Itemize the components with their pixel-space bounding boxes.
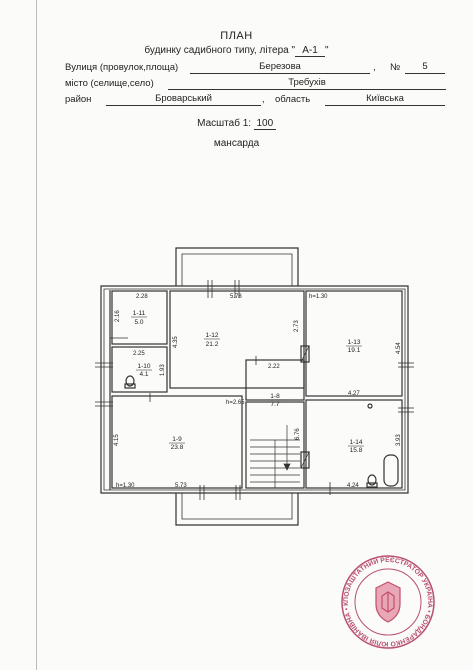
svg-text:2.25: 2.25 <box>133 351 145 357</box>
room-area: 19.1 <box>348 347 361 354</box>
room-1-13 <box>305 290 403 397</box>
litera-value: А-1 <box>295 45 326 57</box>
svg-text:2.22: 2.22 <box>268 364 280 370</box>
city-field: Требухів <box>168 77 446 90</box>
toilet-2 <box>367 474 377 486</box>
svg-text:4.24: 4.24 <box>347 483 359 489</box>
lamp-mark <box>367 403 373 409</box>
svg-text:h=1.30: h=1.30 <box>116 483 135 489</box>
room-area: 5.0 <box>134 319 143 326</box>
svg-text:4.54: 4.54 <box>396 342 402 354</box>
room-1-14 <box>305 399 403 489</box>
room-id: 1-8 <box>270 393 280 400</box>
room-id: 1-10 <box>137 363 150 370</box>
svg-text:2.16: 2.16 <box>115 310 121 322</box>
document-title: ПЛАН <box>220 30 253 42</box>
outer-wall-inner <box>103 288 406 491</box>
svg-text:h=1.30: h=1.30 <box>309 294 328 300</box>
svg-text:5.73: 5.73 <box>175 483 187 489</box>
svg-text:1.93: 1.93 <box>160 364 166 376</box>
room-id: 1-14 <box>349 439 362 446</box>
room-area: 15.8 <box>350 447 363 454</box>
room-area: 23.8 <box>171 444 184 451</box>
street-field: Березова <box>190 61 370 74</box>
chimney-2 <box>300 451 310 469</box>
room-area: 4.1 <box>139 371 148 378</box>
room-id: 1-9 <box>172 436 182 443</box>
svg-text:2.28: 2.28 <box>136 294 148 300</box>
number-field: 5 <box>405 61 445 74</box>
svg-text:h=2.65: h=2.65 <box>226 400 245 406</box>
dimension-labels: 2.28 5.78 h=1.30 2.16 4.35 2.73 4.54 2.2… <box>114 294 402 489</box>
district-field: Броварський <box>106 93 261 106</box>
window-marks <box>95 280 414 500</box>
room-area: 7.7 <box>270 401 279 408</box>
page-edge-line <box>36 0 37 670</box>
room-1-11 <box>111 290 168 345</box>
official-seal: ПОЗАШТАТНИЙ РЕЄСТРАТОР УКРАЇНА • БОНДАРЕ… <box>338 552 435 649</box>
district-label: район <box>65 94 92 105</box>
room-1-12 <box>169 290 305 389</box>
scale-line: Масштаб 1: 100 <box>0 118 473 130</box>
chimney-1 <box>300 345 310 363</box>
subtitle-suffix: " <box>325 45 329 56</box>
number-label: № <box>390 62 401 73</box>
document-subtitle: будинку садибного типу, літера "А-1" <box>0 45 473 57</box>
room-id: 1-13 <box>347 339 360 346</box>
region-label: область <box>275 94 311 105</box>
svg-text:4.35: 4.35 <box>173 336 179 348</box>
bottom-projection <box>175 493 299 526</box>
floor-label: мансарда <box>213 138 260 149</box>
svg-text:4.27: 4.27 <box>348 391 360 397</box>
scale-label: Масштаб 1: <box>197 118 252 129</box>
toilet-1 <box>125 375 135 387</box>
top-projection <box>175 247 299 286</box>
city-label: місто (селище,село) <box>65 78 154 89</box>
room-1-10 <box>111 346 168 393</box>
room-1-9 <box>111 395 243 489</box>
street-label: Вулиця (провулок,площа) <box>65 62 179 73</box>
region-field: Київська <box>325 93 445 106</box>
bathtub <box>383 454 399 487</box>
svg-text:5.78: 5.78 <box>230 294 242 300</box>
svg-text:2.73: 2.73 <box>294 320 300 332</box>
room-id: 1-11 <box>133 310 146 317</box>
scale-value: 100 <box>253 118 276 130</box>
svg-text:6.76: 6.76 <box>295 428 301 440</box>
svg-text:4.15: 4.15 <box>114 434 120 446</box>
outer-wall <box>100 285 409 494</box>
seal-emblem <box>375 581 401 623</box>
room-id: 1-12 <box>205 332 218 339</box>
stair-steps <box>250 425 300 488</box>
svg-text:3.93: 3.93 <box>396 434 402 446</box>
subtitle-prefix: будинку садибного типу, літера " <box>144 45 296 56</box>
room-area: 21.2 <box>206 341 219 348</box>
